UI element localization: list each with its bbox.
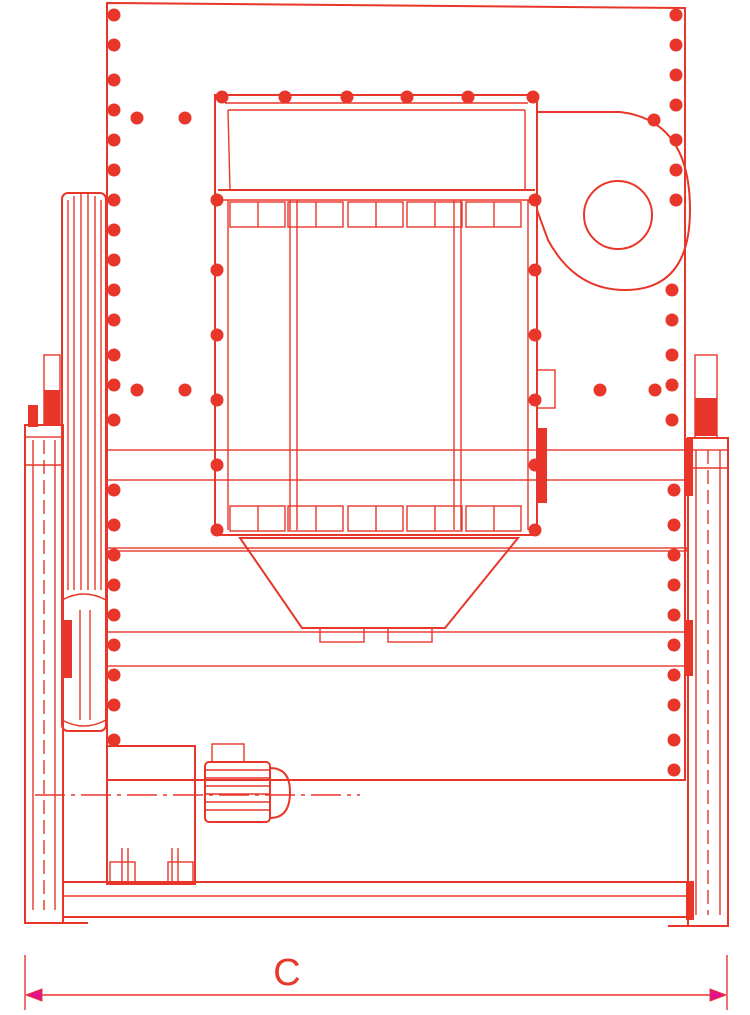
fan-volute <box>536 111 692 409</box>
rivet-dot <box>665 348 679 362</box>
rivet-dot <box>107 578 121 592</box>
rivet-dot <box>667 638 681 652</box>
rivet-dot <box>665 313 679 327</box>
rivet-dot <box>667 698 681 712</box>
rivet-dot <box>669 98 683 112</box>
rivet-dot <box>669 8 683 22</box>
left-clamp-block <box>44 390 60 425</box>
rivet-dot <box>667 548 681 562</box>
rivet-dot <box>178 383 192 397</box>
dimension-arrow-right <box>709 988 728 1002</box>
dimension-c <box>24 955 728 1010</box>
rivet-dot <box>667 763 681 777</box>
left-bearing <box>62 620 72 678</box>
rivet-dot <box>107 223 121 237</box>
rivet-dot <box>107 103 121 117</box>
rivet-dot <box>107 133 121 147</box>
rivet-dot <box>107 698 121 712</box>
rivet-dots <box>107 8 683 777</box>
rivet-dot <box>107 73 121 87</box>
rivet-dot <box>669 193 683 207</box>
rivet-dot <box>210 393 224 407</box>
rivet-dot <box>107 253 121 267</box>
rivet-dot <box>665 283 679 297</box>
rivet-dot <box>667 483 681 497</box>
rivet-dot <box>669 38 683 52</box>
rivet-dot <box>667 578 681 592</box>
right-leg <box>687 354 729 927</box>
rivet-dot <box>107 193 121 207</box>
rivet-dot <box>107 348 121 362</box>
rivet-dot <box>528 393 542 407</box>
rivet-dot <box>665 378 679 392</box>
rivet-dot <box>665 413 679 427</box>
rivet-dot <box>215 90 229 104</box>
rivet-dot <box>667 518 681 532</box>
rivet-dot <box>107 483 121 497</box>
rivet-dot <box>107 163 121 177</box>
rivet-dot <box>107 38 121 52</box>
rivet-dot <box>667 668 681 682</box>
rivet-dot <box>593 383 607 397</box>
rivet-dot <box>669 163 683 177</box>
dimension-arrow-left <box>24 988 43 1002</box>
base-frame <box>25 881 728 927</box>
rivet-dot <box>107 638 121 652</box>
rivet-dot <box>107 283 121 297</box>
rivet-dot <box>107 548 121 562</box>
left-leg <box>24 354 64 924</box>
gearbox <box>106 745 196 885</box>
rivet-dot <box>667 608 681 622</box>
drum-latch <box>537 428 547 503</box>
rivet-dot <box>461 90 475 104</box>
lower-box-row <box>229 505 522 532</box>
rivet-dot <box>278 90 292 104</box>
rivet-dot <box>667 733 681 747</box>
rivet-dot <box>107 8 121 22</box>
rivet-dot <box>107 378 121 392</box>
rivet-dot <box>210 458 224 472</box>
rivet-dot <box>400 90 414 104</box>
right-clamp-block <box>695 398 717 436</box>
rivet-dot <box>528 523 542 537</box>
rivet-dot <box>107 518 121 532</box>
rivet-dot <box>107 413 121 427</box>
rivet-dot <box>647 113 661 127</box>
rivet-dot <box>528 193 542 207</box>
rivet-dot <box>178 111 192 125</box>
base-stop <box>686 882 694 920</box>
right-bearing-upper <box>685 438 693 496</box>
discharge-hopper <box>238 537 521 643</box>
dimension-arrows <box>24 988 728 1002</box>
machine-outline <box>24 1 729 1010</box>
rivet-dot <box>669 133 683 147</box>
dimension-label: C <box>273 952 300 994</box>
rivet-dot <box>210 523 224 537</box>
rivet-dot <box>340 90 354 104</box>
electric-motor <box>35 743 360 823</box>
cross-rails <box>106 449 688 781</box>
rivet-dot <box>669 68 683 82</box>
upper-box-row <box>229 201 522 228</box>
inner-drum <box>214 94 538 536</box>
rivet-dot <box>528 328 542 342</box>
rivet-dot <box>130 383 144 397</box>
rivet-dot <box>526 90 540 104</box>
rivet-dot <box>648 383 662 397</box>
rivet-dot <box>107 733 121 747</box>
filled-details <box>28 390 717 920</box>
rivet-dot <box>107 608 121 622</box>
right-bearing-lower <box>685 620 693 676</box>
rivet-dot <box>130 111 144 125</box>
rivet-dot <box>528 458 542 472</box>
rivet-dot <box>528 263 542 277</box>
rivet-dot <box>210 193 224 207</box>
rivet-dot <box>107 313 121 327</box>
left-clamp-tab <box>28 405 38 427</box>
rivet-dot <box>210 328 224 342</box>
rivet-dot <box>107 668 121 682</box>
rivet-dot <box>210 263 224 277</box>
